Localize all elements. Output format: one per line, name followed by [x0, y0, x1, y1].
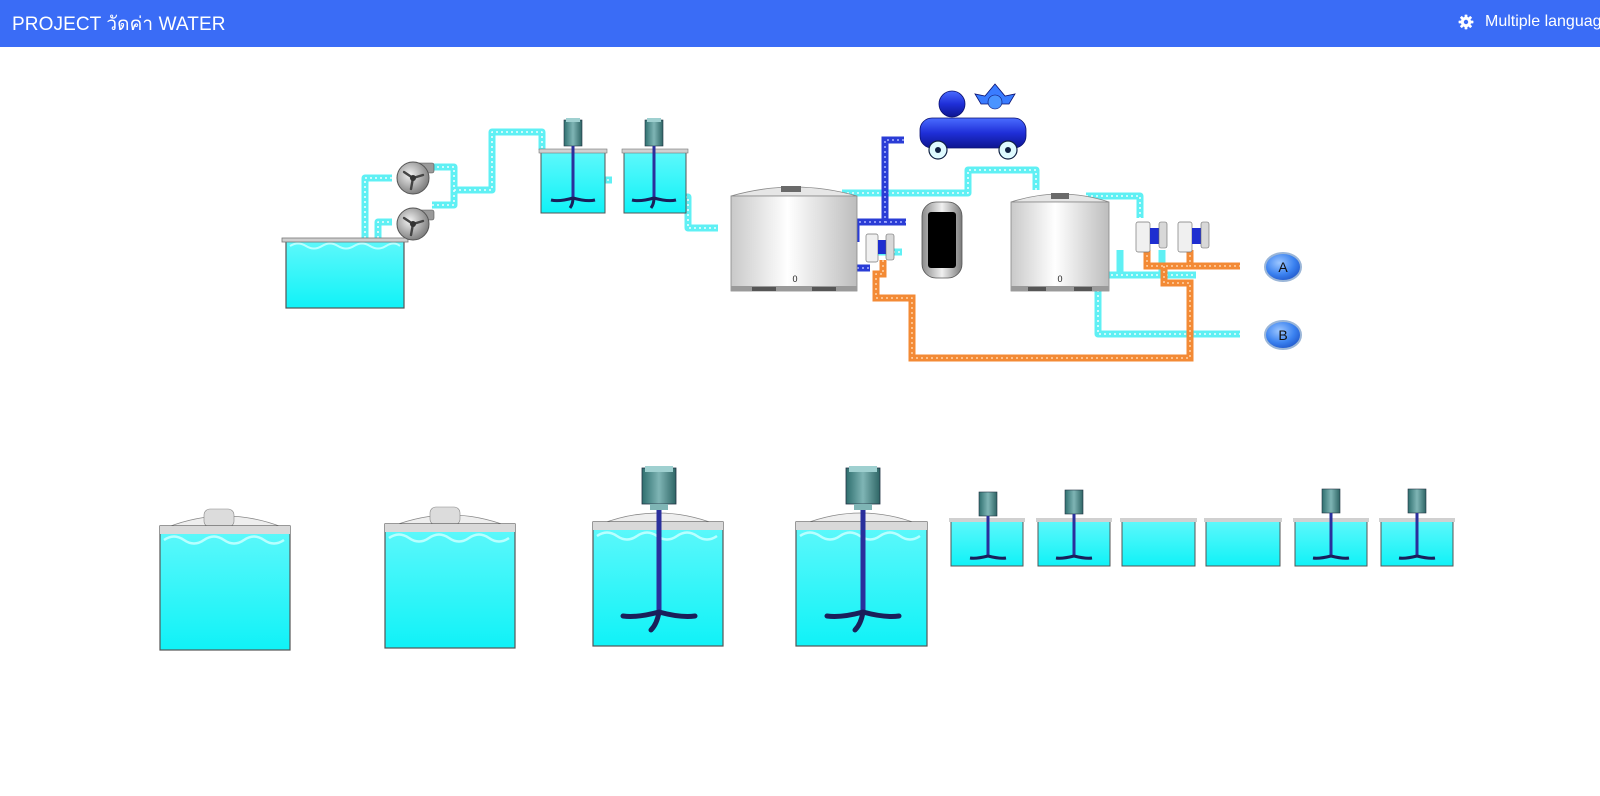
- bottom-mixer-tank-2: [795, 466, 928, 647]
- filter-column: [921, 201, 963, 279]
- valve-1[interactable]: [865, 233, 895, 263]
- storage-tank-1: 0: [730, 186, 858, 292]
- storage-tank-1-level: 0: [792, 274, 797, 284]
- top-bar: PROJECT วัดค่า WATER Multiple languages: [0, 0, 1600, 47]
- bottom-mixer-tank-1: [592, 466, 724, 647]
- outlet-b-label: B: [1278, 327, 1287, 343]
- pump-2[interactable]: [396, 207, 435, 241]
- valve-2[interactable]: [1135, 221, 1168, 253]
- valve-3[interactable]: [1177, 221, 1210, 253]
- outlet-b-button[interactable]: B: [1264, 320, 1302, 350]
- orange-pipes: [872, 250, 1240, 362]
- storage-tank-2-level: 0: [1057, 274, 1062, 284]
- language-menu[interactable]: Multiple languages: [1458, 13, 1600, 31]
- pump-1[interactable]: [396, 161, 435, 195]
- gear-icon: [1458, 14, 1474, 30]
- outlet-a-label: A: [1278, 259, 1288, 275]
- small-mixer-1: [949, 491, 1025, 567]
- small-basin-2: [1204, 518, 1282, 567]
- bottom-tank-1: [159, 508, 291, 651]
- small-basin-1: [1120, 518, 1197, 567]
- feed-tank: [281, 237, 409, 309]
- small-mixer-3: [1293, 488, 1369, 567]
- bottom-tank-2: [384, 506, 516, 649]
- storage-tank-2: 0: [1010, 193, 1110, 292]
- language-menu-label: Multiple languages: [1485, 13, 1600, 30]
- mixing-tank-1: [538, 118, 608, 214]
- small-mixer-2: [1036, 489, 1112, 567]
- small-mixer-4: [1379, 488, 1455, 567]
- process-diagram: 0 0: [159, 83, 1455, 651]
- app-title: PROJECT วัดค่า WATER: [12, 14, 226, 35]
- air-compressor: [919, 83, 1027, 160]
- mixing-tank-2: [621, 118, 689, 214]
- outlet-a-button[interactable]: A: [1264, 252, 1302, 282]
